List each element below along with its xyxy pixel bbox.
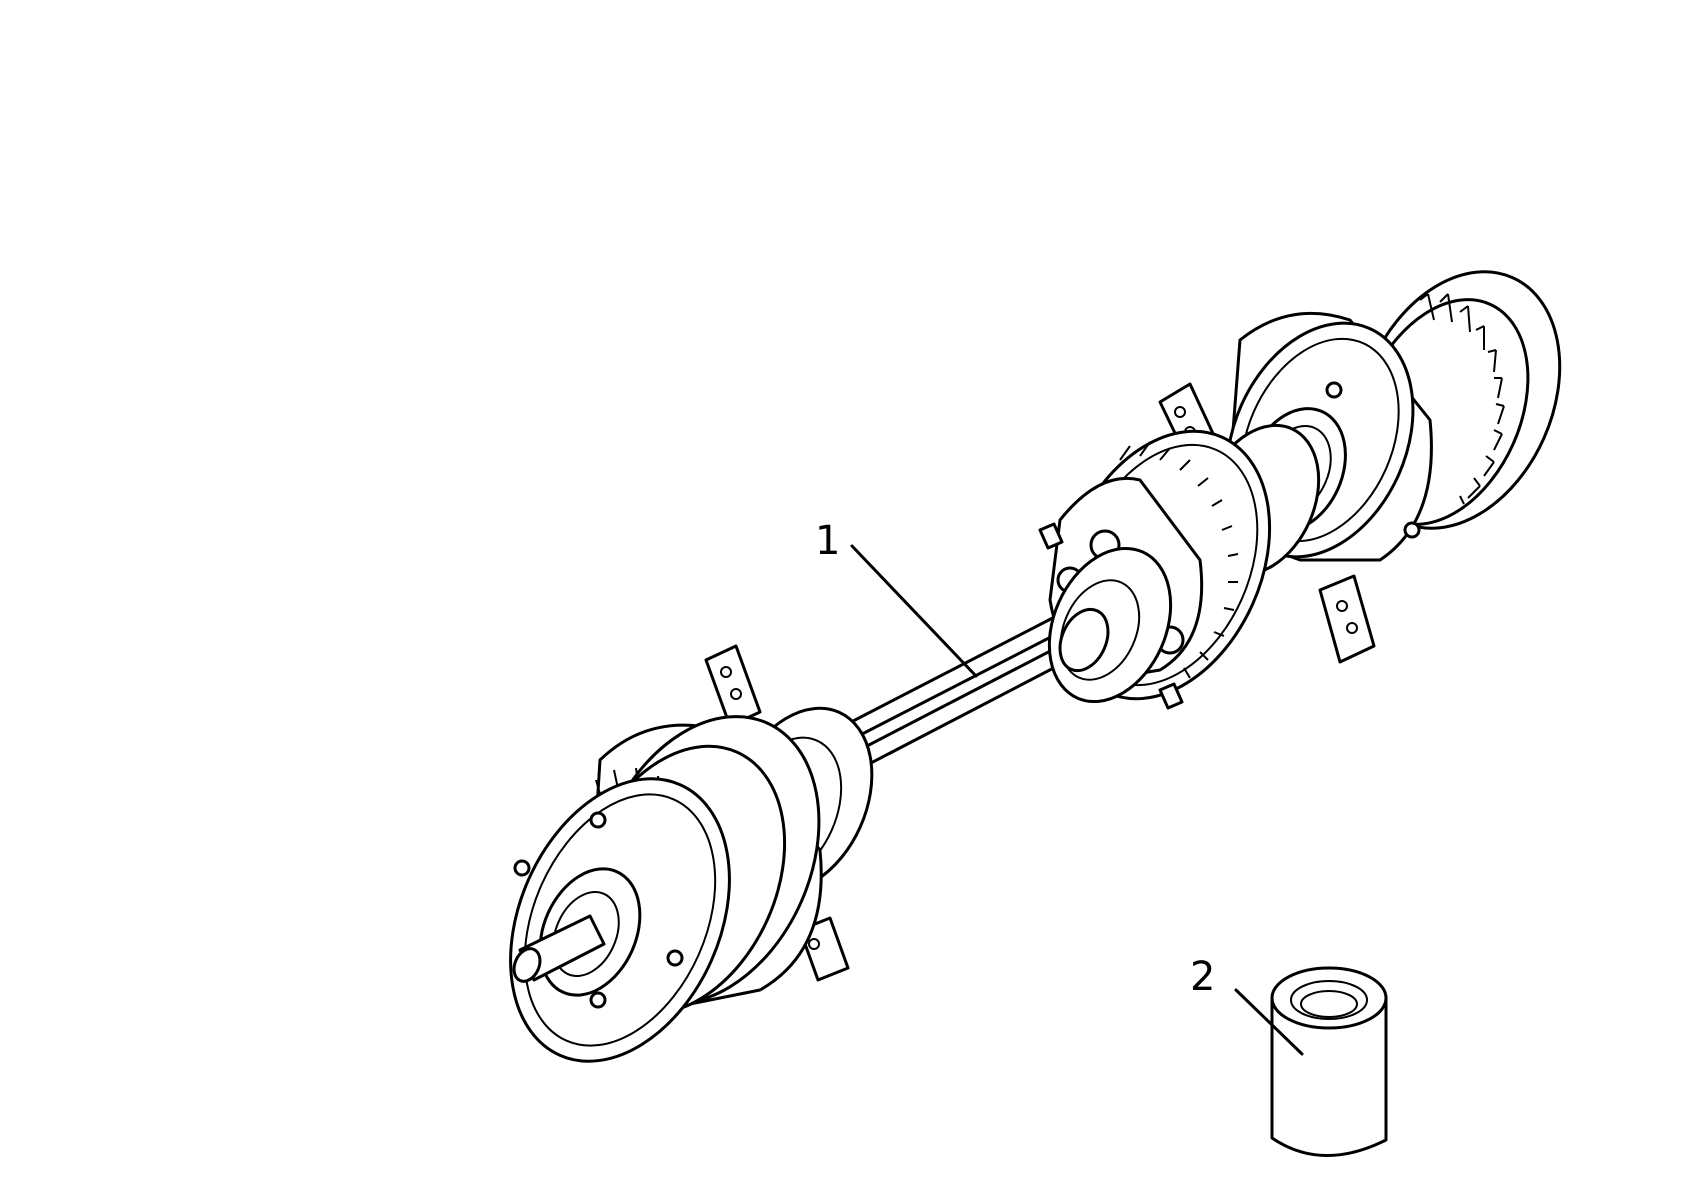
center-collar [1047,546,1173,704]
callout-label-1: 1 [815,518,840,564]
callout-1: 1 [815,518,978,678]
left-pulley-assembly [509,644,874,1063]
right-pulley-teeth [1419,293,1505,505]
leader-line-2 [1234,988,1304,1056]
leader-line-1 [850,544,978,678]
callout-label-2: 2 [1190,954,1215,1000]
right-pulley-assembly [1158,270,1562,664]
callout-2: 2 [1190,954,1304,1056]
bushing [1270,966,1388,1157]
